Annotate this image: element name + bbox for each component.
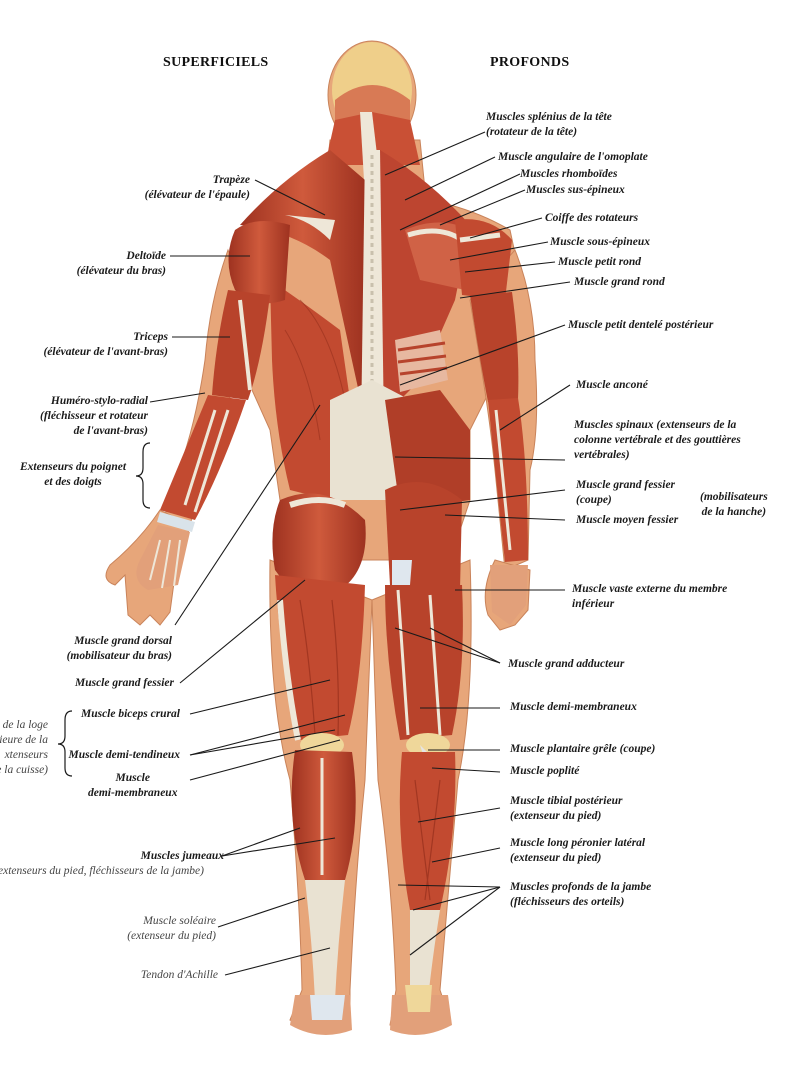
label-demi-membraneux-left: Muscle demi-membraneux: [88, 772, 178, 799]
label-jumeaux-role: extenseurs du pied, fléchisseurs de la j…: [0, 865, 204, 877]
label-grand-rond: Muscle grand rond: [574, 276, 665, 288]
label-tibial-posterieur: Muscle tibial postérieur (extenseur du p…: [510, 795, 623, 822]
label-mobilisateurs-hanche: (mobilisateurs de la hanche): [700, 491, 768, 518]
label-demi-membraneux-right: Muscle demi-membraneux: [510, 701, 637, 713]
label-loge-cuisse: s de la loge ieure de la xtenseurs e la …: [0, 719, 48, 776]
label-grand-fessier-coupe: Muscle grand fessier (coupe): [576, 479, 676, 506]
label-spinaux: Muscles spinaux (extenseurs de la colonn…: [574, 419, 741, 461]
header-profonds: PROFONDS: [490, 55, 570, 70]
header-superficiels: SUPERFICIELS: [163, 55, 269, 70]
leg-muscles: [272, 482, 463, 1035]
label-ancone: Muscle anconé: [576, 379, 648, 391]
label-rhomboides: Muscles rhomboïdes: [520, 168, 618, 180]
arm-muscles: [136, 219, 528, 625]
label-deltoide: Deltoïde (élévateur du bras): [76, 250, 166, 277]
label-plantaire-grele: Muscle plantaire grêle (coupe): [510, 743, 656, 755]
label-moyen-fessier: Muscle moyen fessier: [576, 514, 679, 526]
label-sous-epineux: Muscle sous-épineux: [550, 236, 650, 248]
label-demi-tendineux: Muscle demi-tendineux: [68, 749, 181, 761]
label-sus-epineux: Muscles sus-épineux: [526, 184, 625, 196]
label-humero-stylo-radial: Huméro-stylo-radial (fléchisseur et rota…: [40, 395, 148, 437]
label-vaste-externe: Muscle vaste externe du membre inférieur: [572, 583, 728, 610]
label-angulaire: Muscle angulaire de l'omoplate: [498, 151, 648, 163]
label-poplite: Muscle poplité: [510, 765, 580, 777]
label-petit-rond: Muscle petit rond: [558, 256, 642, 268]
label-profonds-jambe: Muscles profonds de la jambe (fléchisseu…: [510, 881, 652, 908]
label-biceps-crural: Muscle biceps crural: [80, 708, 180, 720]
label-splenius: Muscles splénius de la tête (rotateur de…: [486, 111, 612, 138]
label-triceps: Triceps (élévateur de l'avant-bras): [43, 331, 168, 358]
label-grand-dorsal: Muscle grand dorsal (mobilisateur du bra…: [66, 635, 172, 662]
label-soleaire: Muscle soléaire (extenseur du pied): [127, 915, 216, 942]
label-grand-fessier: Muscle grand fessier: [74, 677, 174, 689]
label-trapeze: Trapèze (élévateur de l'épaule): [144, 174, 250, 201]
label-extenseurs-poignet: Extenseurs du poignet et des doigts: [20, 461, 127, 488]
label-jumeaux: Muscles jumeaux: [140, 850, 224, 862]
back-muscles: [240, 150, 470, 510]
label-achille: Tendon d'Achille: [140, 969, 218, 981]
label-coiffe-rotateurs: Coiffe des rotateurs: [545, 212, 639, 224]
label-grand-adducteur: Muscle grand adducteur: [508, 658, 625, 670]
label-petit-dentele: Muscle petit dentelé postérieur: [568, 319, 714, 331]
label-long-peronier: Muscle long péronier latéral (extenseur …: [510, 837, 646, 864]
